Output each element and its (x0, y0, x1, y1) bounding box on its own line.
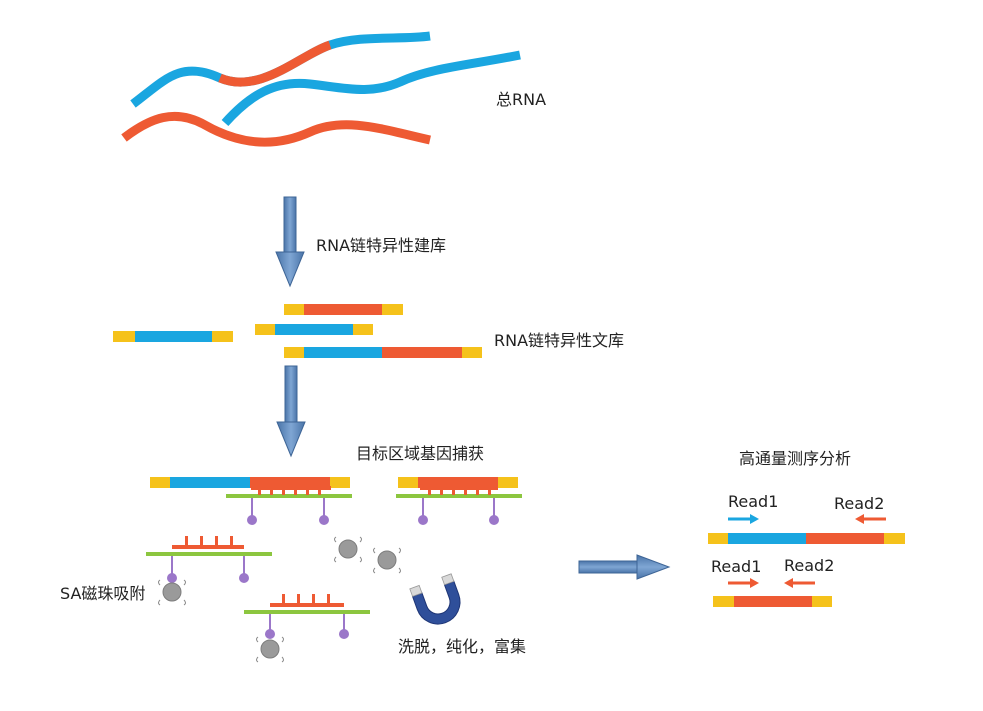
read2-bottom-label: Read2 (784, 556, 835, 575)
library-fragments (113, 304, 482, 358)
sa-bead (373, 547, 401, 574)
read2-top-arrow (855, 514, 886, 524)
target-capture-label: 目标区域基因捕获 (356, 444, 485, 463)
read1-top-label: Read1 (728, 492, 779, 511)
read1-bottom-label: Read1 (711, 557, 762, 576)
read1-bottom-arrow (728, 578, 759, 588)
sa-bead (334, 536, 362, 563)
elution-label: 洗脱，纯化，富集 (398, 637, 527, 656)
read2-top-label: Read2 (834, 494, 885, 513)
right-arrow (578, 554, 671, 580)
library-label: RNA链特异性文库 (494, 331, 625, 350)
rna-strand-blue-2 (221, 50, 521, 126)
rna-strand-orange (121, 111, 431, 147)
sa-bead (158, 579, 186, 606)
sequencing-reads (708, 514, 905, 607)
capture-complex-2 (396, 477, 522, 525)
down-arrow-1 (275, 196, 305, 288)
sequencing-label: 高通量测序分析 (739, 449, 852, 468)
library-construction-label: RNA链特异性建库 (316, 236, 447, 255)
magnet-icon (409, 573, 461, 625)
free-probe-2 (244, 594, 370, 639)
sa-beads-label: SA磁珠吸附 (60, 584, 146, 603)
sa-bead (256, 636, 284, 663)
total-rna-label: 总RNA (496, 90, 547, 109)
capture-complex-1 (150, 477, 352, 525)
rna-strand-blue-1-orange-segment (218, 40, 332, 87)
read2-bottom-arrow (784, 578, 815, 588)
total-rna-strands (121, 31, 521, 147)
free-probe-1 (146, 536, 272, 583)
read1-top-arrow (728, 514, 759, 524)
down-arrow-2 (276, 365, 306, 458)
